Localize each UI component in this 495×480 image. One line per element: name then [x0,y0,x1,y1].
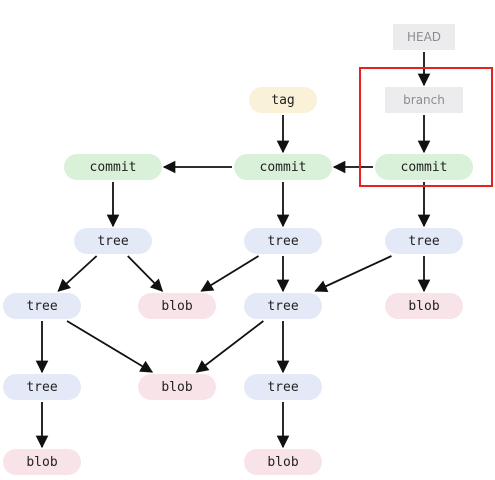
blob-node: blob [385,293,463,319]
edge-arrow-tree_1-to-tree_4 [57,255,98,292]
tree-node: tree [244,374,322,400]
blob-node: blob [3,449,81,475]
commit-node: commit [375,154,473,180]
blob-node: blob [244,449,322,475]
edge-arrow-tree_3-to-tree_5 [314,255,392,292]
blob-node: blob [138,293,216,319]
tag-node: tag [249,87,317,113]
edge-arrow-tree_4-to-blob_3 [66,320,154,373]
edge-arrow-tree_2-to-blob_1 [200,255,260,292]
commit-node: commit [234,154,332,180]
tree-node: tree [74,228,152,254]
tree-node: tree [3,293,81,319]
tree-node: tree [385,228,463,254]
tree-node: tree [244,293,322,319]
highlight-box [359,67,493,187]
edge-arrow-tree_1-to-blob_1 [127,255,164,292]
tree-node: tree [3,374,81,400]
blob-node: blob [138,374,216,400]
tree-node: tree [244,228,322,254]
commit-node: commit [64,154,162,180]
head-ref: HEAD [393,24,455,50]
branch-ref: branch [385,87,463,113]
edge-arrow-tree_5-to-blob_3 [195,320,264,373]
